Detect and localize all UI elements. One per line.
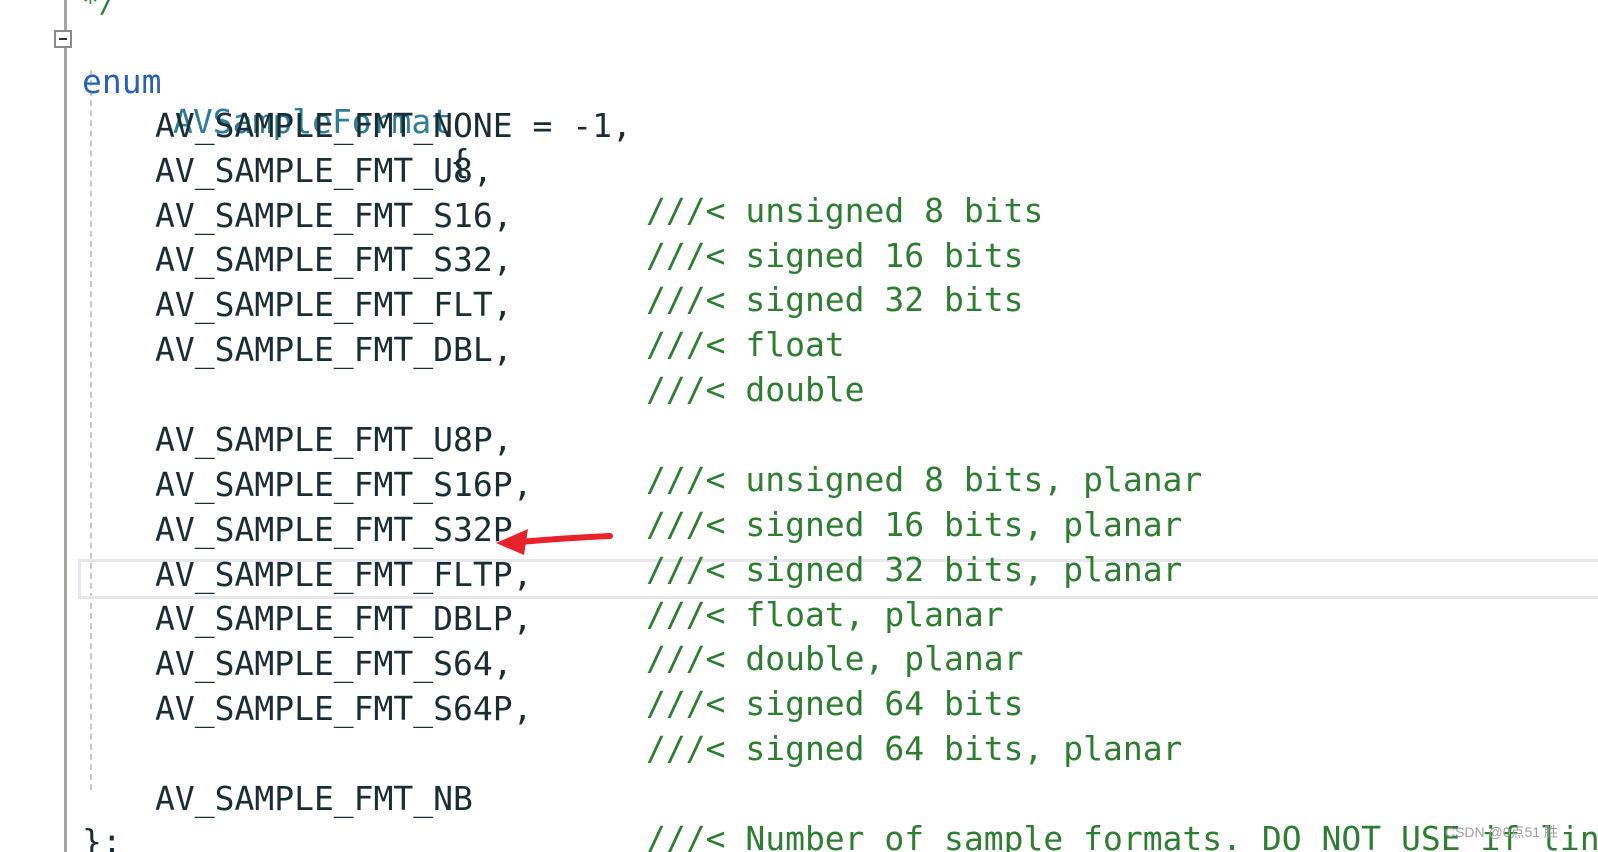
code-line[interactable]: AV_SAMPLE_FMT_S64, ///< signed 64 bits [0, 604, 1024, 723]
enum-member: AV_SAMPLE_FMT_S16, [155, 196, 513, 235]
enum-header-line[interactable]: enum AVSampleFormat { [0, 22, 470, 181]
enum-member-fltp: AV_SAMPLE_FMT_FLTP, [155, 555, 533, 594]
enum-member: AV_SAMPLE_FMT_DBLP, [155, 599, 533, 638]
code-line[interactable]: AV_SAMPLE_FMT_U8P, ///< unsigned 8 bits,… [0, 380, 1202, 499]
enum-member: AV_SAMPLE_FMT_DBL, [155, 330, 513, 369]
enum-type-name: AVSampleFormat [173, 102, 452, 141]
collapse-icon[interactable] [54, 30, 72, 48]
enum-member: AV_SAMPLE_FMT_U8, [155, 151, 493, 190]
code-line[interactable]: AV_SAMPLE_FMT_NONE = -1, [0, 66, 632, 145]
member-comment: ///< float [646, 325, 845, 364]
member-comment: ///< Number of sample formats. DO NOT US… [646, 819, 1598, 852]
member-comment: ///< signed 16 bits, planar [646, 505, 1183, 544]
member-comment: ///< double, planar [646, 639, 1024, 678]
code-line[interactable]: AV_SAMPLE_FMT_NB ///< Number of sample f… [0, 739, 1598, 852]
code-line[interactable]: AV_SAMPLE_FMT_S64P, ///< signed 64 bits,… [0, 649, 1182, 768]
member-comment: ///< double [646, 370, 865, 409]
enum-member: AV_SAMPLE_FMT_S16P, [155, 465, 533, 504]
member-comment: ///< signed 16 bits [646, 236, 1024, 275]
close-brace: }; [82, 822, 122, 852]
code-line-current[interactable]: AV_SAMPLE_FMT_DBLP, ///< double, planar [0, 559, 1024, 678]
code-line[interactable]: AV_SAMPLE_FMT_FLT, ///< float [0, 245, 845, 364]
enum-member: AV_SAMPLE_FMT_U8P, [155, 420, 513, 459]
member-comment: ///< signed 64 bits, planar [646, 729, 1183, 768]
red-arrow-icon [496, 529, 613, 555]
enum-close-line[interactable]: }; [0, 782, 122, 852]
code-line[interactable]: AV_SAMPLE_FMT_S16, ///< signed 16 bits [0, 156, 1024, 275]
enum-member: AV_SAMPLE_FMT_NONE = -1, [155, 106, 632, 145]
enum-member: AV_SAMPLE_FMT_FLT, [155, 285, 513, 324]
indent-guide [90, 70, 92, 790]
enum-member: AV_SAMPLE_FMT_S64, [155, 644, 513, 683]
member-comment: ///< unsigned 8 bits, planar [646, 460, 1203, 499]
member-comment: ///< signed 32 bits, planar [646, 550, 1183, 589]
enum-member: AV_SAMPLE_FMT_S64P, [155, 689, 533, 728]
member-comment: ///< float, planar [646, 595, 1004, 634]
open-brace: { [450, 142, 470, 181]
member-comment: ///< unsigned 8 bits [646, 191, 1044, 230]
enum-member: AV_SAMPLE_FMT_S32P, [155, 510, 533, 549]
code-line[interactable]: AV_SAMPLE_FMT_S16P, ///< signed 16 bits,… [0, 425, 1182, 544]
code-line-highlighted[interactable]: AV_SAMPLE_FMT_FLTP, ///< float, planar [0, 515, 1004, 634]
code-line[interactable]: AV_SAMPLE_FMT_U8, ///< unsigned 8 bits [0, 111, 1043, 230]
member-comment: ///< signed 32 bits [646, 280, 1024, 319]
enum-keyword: enum [82, 62, 162, 101]
watermark: CSDN @0点51 胜 [1444, 824, 1558, 840]
enum-member: AV_SAMPLE_FMT_NB [155, 779, 473, 818]
current-line-highlight [78, 559, 1598, 599]
member-comment: ///< signed 64 bits [646, 684, 1024, 723]
fold-gutter-bar [64, 0, 67, 852]
code-line[interactable]: AV_SAMPLE_FMT_S32, ///< signed 32 bits [0, 200, 1024, 319]
code-line[interactable]: AV_SAMPLE_FMT_DBL, ///< double [0, 290, 865, 409]
comment-end-fragment: */ [82, 0, 116, 19]
enum-member: AV_SAMPLE_FMT_S32, [155, 240, 513, 279]
code-line[interactable]: AV_SAMPLE_FMT_S32P, ///< signed 32 bits,… [0, 470, 1182, 589]
